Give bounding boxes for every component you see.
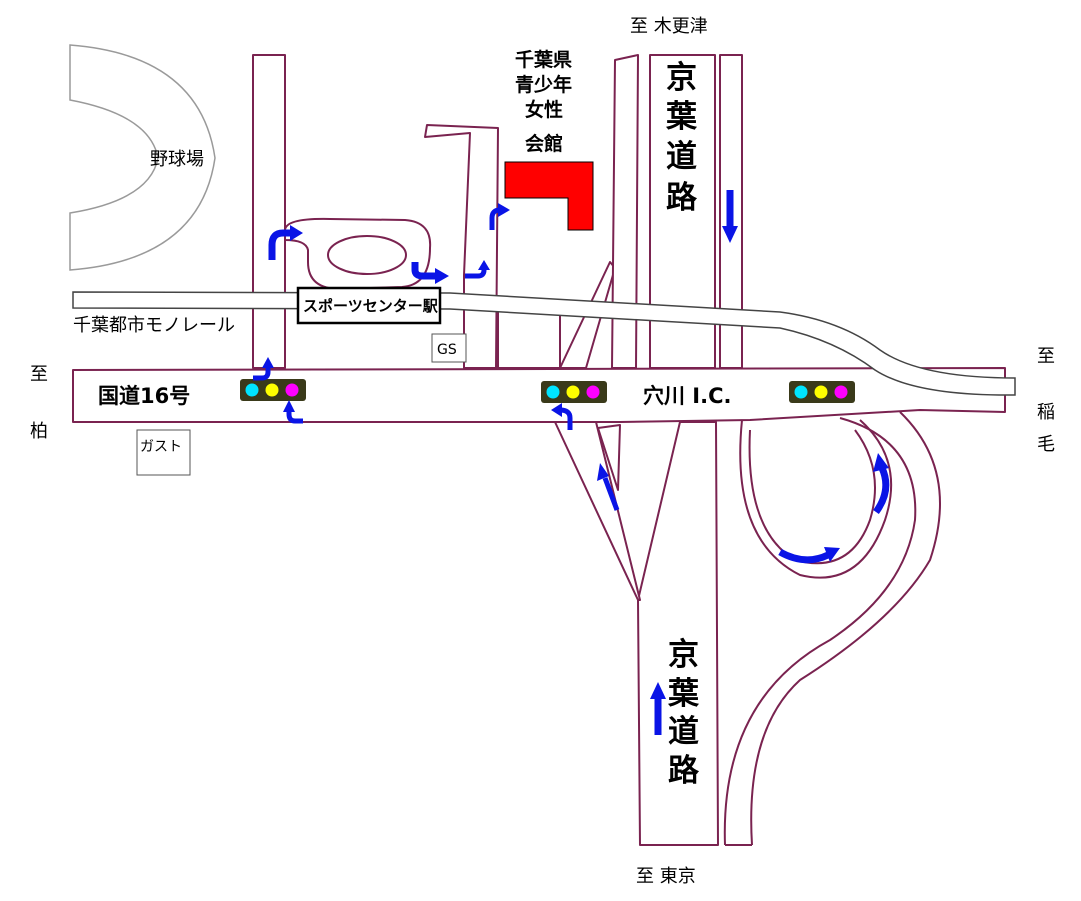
traffic-signal-center	[541, 381, 607, 403]
arrow-keiyo-north	[650, 682, 666, 735]
gusto-box	[136, 429, 191, 476]
road-hall-access	[424, 124, 499, 369]
ramp-curve-outer	[750, 411, 941, 846]
road-left-vertical	[252, 54, 286, 369]
traffic-signal-west	[240, 379, 306, 401]
svg-text:京: 京	[668, 637, 699, 673]
keiyo-label-north: 京 葉 道 路	[665, 60, 698, 216]
gusto-label: ガスト	[140, 439, 182, 455]
monorail-track	[72, 291, 1016, 396]
traffic-signal-east	[789, 381, 855, 403]
arrow-loop-2	[873, 453, 890, 515]
gs-box	[431, 333, 467, 363]
ramp-loop-outer	[739, 419, 893, 579]
anagawa-ic-label: 穴川 I.C.	[643, 384, 732, 408]
direction-inage-3: 毛	[1037, 434, 1055, 455]
arrow-to-hall-2	[489, 203, 510, 230]
monorail-label: 千葉都市モノレール	[73, 315, 235, 336]
direction-kashiwa-2: 柏	[30, 421, 48, 442]
direction-tokyo: 至 東京	[636, 866, 696, 887]
ramp-southwest	[554, 421, 641, 601]
ramp-curve-inner	[723, 417, 917, 846]
svg-text:道: 道	[668, 714, 699, 750]
arrow-ramp-up	[597, 463, 620, 511]
svg-text:葉: 葉	[667, 676, 700, 712]
hall-building	[504, 161, 594, 231]
ramp-loop-inner	[748, 429, 876, 565]
keiyo-south-main	[637, 421, 719, 846]
keiyo-north-west-lane	[611, 54, 639, 369]
svg-text:路: 路	[668, 753, 700, 789]
direction-inage-1: 至	[1037, 346, 1055, 367]
baseball-label: 野球場	[150, 149, 204, 170]
station-label: スポーツセンター駅	[303, 297, 439, 315]
svg-text:京: 京	[666, 60, 697, 96]
hall-label-line2: 青少年	[515, 73, 572, 96]
arrow-keiyo-south	[722, 190, 738, 243]
arrow-loop-1	[778, 547, 840, 564]
arrow-loop-exit	[411, 262, 449, 284]
station-box	[296, 286, 442, 325]
hall-label-line3: 女性	[525, 98, 563, 121]
ramp-southwest-inner	[597, 424, 621, 491]
direction-inage-2: 稲	[1037, 402, 1055, 423]
route16-label: 国道16号	[98, 384, 190, 408]
direction-kisarazu: 至 木更津	[630, 16, 708, 37]
gs-label: GS	[437, 342, 457, 358]
keiyo-label-south: 京 葉 道 路	[667, 637, 700, 789]
svg-text:葉: 葉	[665, 99, 698, 135]
arrow-center-uturn	[551, 403, 573, 430]
baseball-stadium	[69, 44, 216, 271]
direction-kashiwa-1: 至	[30, 364, 48, 385]
hall-label-line1: 千葉県	[515, 49, 572, 71]
arrow-to-hall-1	[465, 260, 490, 279]
svg-text:路: 路	[666, 180, 698, 216]
route16-road	[72, 367, 1006, 423]
arrow-loop-entry	[268, 225, 303, 260]
svg-text:道: 道	[666, 139, 697, 175]
loop-island	[327, 235, 407, 275]
hall-label-line4: 会館	[525, 132, 563, 155]
arrow-west-up	[253, 357, 274, 381]
arrow-west-uturn	[283, 400, 303, 424]
